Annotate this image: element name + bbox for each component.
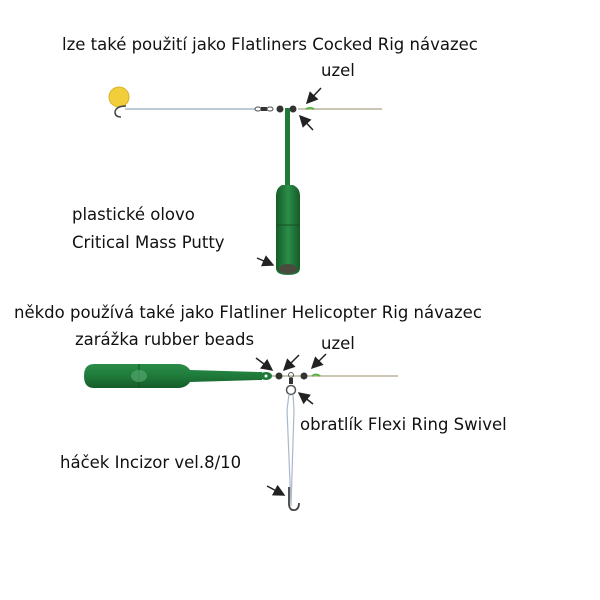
putty-lead-body: [276, 185, 300, 275]
hooklink-line: [286, 393, 295, 507]
rubber-bead-icon: [300, 372, 308, 380]
arrow-icon: [297, 392, 314, 405]
arrow-icon: [266, 484, 286, 496]
bottom-rig-title: někdo používá také jako Flatliner Helico…: [14, 303, 482, 322]
arrow-icon: [298, 114, 314, 131]
swivel-icon: [254, 106, 274, 112]
hook-icon: [288, 487, 300, 512]
arrow-icon: [282, 354, 300, 372]
flexi-ring-swivel-icon: [285, 372, 297, 396]
arrow-icon: [305, 87, 322, 105]
arrow-icon: [256, 255, 275, 267]
top-knot-label: uzel: [321, 61, 355, 80]
swivel-label: obratlík Flexi Ring Swivel: [300, 415, 507, 434]
arrow-icon: [255, 357, 274, 371]
hook-icon: [114, 105, 127, 118]
rubber-bead-icon: [275, 372, 283, 380]
bottom-rig-drawing: [84, 353, 398, 512]
putty-icon: [279, 264, 297, 274]
beads-label: zarážka rubber beads: [75, 330, 254, 349]
rubber-bead-icon: [289, 105, 297, 113]
boilie-bait-icon: [108, 86, 130, 108]
top-rig-title: lze také použití jako Flatliners Cocked …: [62, 35, 478, 54]
knot-icon: [305, 107, 315, 110]
top-rig-drawing: [108, 86, 382, 275]
rubber-bead-icon: [276, 105, 284, 113]
arrow-icon: [310, 353, 327, 370]
lead-label-line1: plastické olovo: [72, 205, 195, 224]
lead-label-line2: Critical Mass Putty: [72, 233, 225, 252]
lead-stem: [285, 108, 290, 188]
putty-lead-body: [84, 364, 262, 388]
knot-icon: [311, 373, 321, 377]
hook-label: háček Incizor vel.8/10: [60, 453, 241, 472]
bottom-knot-label: uzel: [321, 334, 355, 353]
